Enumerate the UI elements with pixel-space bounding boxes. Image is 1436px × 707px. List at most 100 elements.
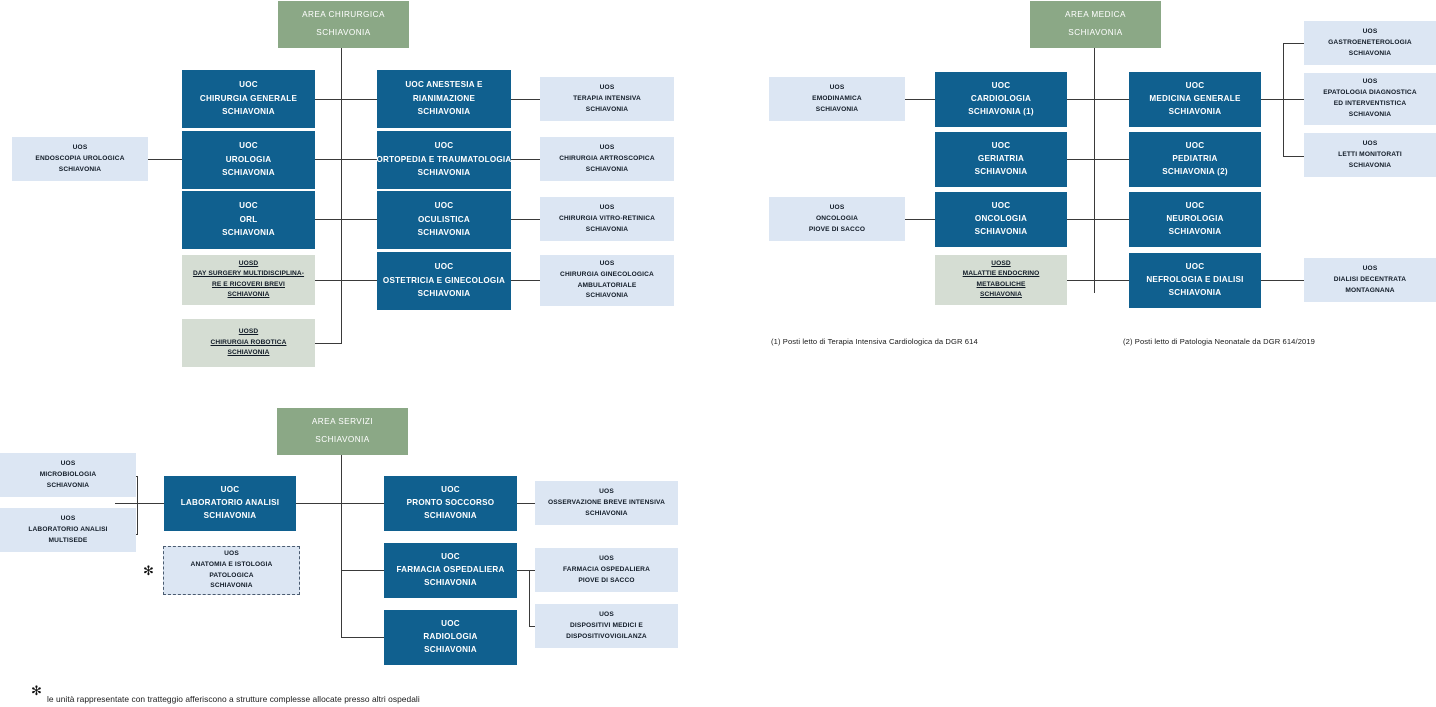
node-line2: ANATOMIA E ISTOLOGIA (190, 560, 273, 568)
connector-rung-chir-4 (315, 280, 377, 281)
uos-osservazione-breve-intensiva[interactable]: UOS OSSERVAZIONE BREVE INTENSIVA SCHIAVO… (535, 481, 678, 525)
uos-endoscopia-urologica[interactable]: UOS ENDOSCOPIA UROLOGICA SCHIAVONIA (12, 137, 148, 181)
uos-chirurgia-artroscopica[interactable]: UOS CHIRURGIA ARTROSCOPICA SCHIAVONIA (540, 137, 674, 181)
node-line2: LABORATORIO ANALISI (180, 498, 280, 508)
area-header-line2: SCHIAVONIA (315, 435, 370, 444)
node-line3: SCHIAVONIA (1168, 227, 1222, 237)
node-line2: UROLOGIA (225, 154, 272, 164)
uosd-chirurgia-robotica[interactable]: UOSD CHIRURGIA ROBOTICA SCHIAVONIA (182, 319, 315, 367)
node-line3: PIOVE DI SACCO (808, 225, 866, 233)
connector-rung-chir-2 (315, 159, 377, 160)
node-line3: SCHIAVONIA (58, 165, 102, 173)
uos-terapia-intensiva[interactable]: UOS TERAPIA INTENSIVA SCHIAVONIA (540, 77, 674, 121)
node-line3: ED INTERVENTISTICA (1333, 100, 1407, 108)
area-header-servizi[interactable]: AREA SERVIZI SCHIAVONIA (277, 408, 408, 455)
node-line2: GERIATRIA (977, 154, 1025, 164)
node-line1: UOS (1362, 264, 1378, 272)
node-line1: UOS (1362, 139, 1378, 147)
node-line1: UOC (434, 262, 454, 272)
node-line1: UOC (441, 484, 460, 494)
node-line3: SCHIAVONIA (203, 511, 257, 521)
connector-medgen-bracket (1283, 43, 1284, 156)
node-line3: MONTAGNANA (1345, 286, 1395, 294)
node-line2: NEFROLOGIA E DIALISI (1146, 275, 1244, 285)
note-medica-2: (2) Posti letto di Patologia Neonatale d… (1123, 337, 1315, 346)
connector-spine-medica (1094, 48, 1095, 293)
uos-laboratorio-analisi-multisede[interactable]: UOS LABORATORIO ANALISI MULTISEDE (0, 508, 136, 552)
node-line3: SCHIAVONIA (585, 165, 629, 173)
node-line3: RE E RICOVERI BREVI (212, 280, 285, 288)
uos-microbiologia[interactable]: UOS MICROBIOLOGIA SCHIAVONIA (0, 453, 136, 497)
legend-text: le unità rappresentate con tratteggio af… (47, 694, 420, 704)
node-line1: UOSD (991, 259, 1011, 267)
node-line2: DAY SURGERY MULTIDISCIPLINA- (192, 270, 305, 278)
area-header-line2: SCHIAVONIA (1068, 28, 1123, 37)
node-line3: SCHIAVONIA (424, 511, 477, 521)
uosd-malattie-endocrino-metaboliche[interactable]: UOSD MALATTIE ENDOCRINO METABOLICHE SCHI… (935, 255, 1067, 305)
node-line3: SCHIAVONIA (1) (968, 107, 1034, 117)
uoc-urologia[interactable]: UOC UROLOGIA SCHIAVONIA (182, 131, 315, 189)
uoc-radiologia[interactable]: UOC RADIOLOGIA SCHIAVONIA (384, 610, 517, 665)
connector-uos-chir-1 (511, 99, 540, 100)
node-line1: UOC (1185, 200, 1205, 210)
node-line3: SCHIAVONIA (1168, 107, 1222, 117)
uoc-oculistica[interactable]: UOC OCULISTICA SCHIAVONIA (377, 191, 511, 249)
node-line2: DIALISI DECENTRATA (1333, 275, 1407, 283)
uos-dispositivi-medici[interactable]: UOS DISPOSITIVI MEDICI E DISPOSITIVOVIGI… (535, 604, 678, 648)
node-line1: UOS (599, 554, 614, 562)
node-line1: UOS (60, 514, 76, 522)
uos-farmacia-ospedaliera-piove[interactable]: UOS FARMACIA OSPEDALIERA PIOVE DI SACCO (535, 548, 678, 592)
connector-medgen-stem (1261, 99, 1304, 100)
node-line3: SCHIAVONIA (1348, 49, 1392, 57)
node-line3: SCHIAVONIA (585, 225, 629, 233)
uoc-nefrologia-dialisi[interactable]: UOC NEFROLOGIA E DIALISI SCHIAVONIA (1129, 253, 1261, 308)
dashed-marker-icon: ✻ (143, 563, 154, 578)
uos-letti-monitorati[interactable]: UOS LETTI MONITORATI SCHIAVONIA (1304, 133, 1436, 177)
area-header-medica[interactable]: AREA MEDICA SCHIAVONIA (1030, 1, 1161, 48)
uoc-pediatria[interactable]: UOC PEDIATRIA SCHIAVONIA (2) (1129, 132, 1261, 187)
node-line4: SCHIAVONIA (980, 291, 1022, 299)
node-line1: UOSD (238, 259, 259, 267)
connector-rung-serv-2 (341, 570, 384, 571)
node-line4: SCHIAVONIA (585, 292, 629, 300)
uoc-pronto-soccorso[interactable]: UOC PRONTO SOCCORSO SCHIAVONIA (384, 476, 517, 531)
uoc-medicina-generale[interactable]: UOC MEDICINA GENERALE SCHIAVONIA (1129, 72, 1261, 127)
node-line1: UOC (434, 141, 454, 151)
uoc-oncologia[interactable]: UOC ONCOLOGIA SCHIAVONIA (935, 192, 1067, 247)
node-line1: UOS (599, 203, 615, 211)
node-line1: UOS (60, 459, 76, 467)
uos-anatomia-istologia-patologica[interactable]: UOS ANATOMIA E ISTOLOGIA PATOLOGICA SCHI… (163, 546, 300, 595)
uoc-laboratorio-analisi[interactable]: UOC LABORATORIO ANALISI SCHIAVONIA (164, 476, 296, 531)
uoc-cardiologia[interactable]: UOC CARDIOLOGIA SCHIAVONIA (1) (935, 72, 1067, 127)
uos-dialisi-decentrata-montagnana[interactable]: UOS DIALISI DECENTRATA MONTAGNANA (1304, 258, 1436, 302)
uoc-geriatria[interactable]: UOC GERIATRIA SCHIAVONIA (935, 132, 1067, 187)
node-line1: UOS (72, 143, 88, 151)
uoc-farmacia-ospedaliera[interactable]: UOC FARMACIA OSPEDALIERA SCHIAVONIA (384, 543, 517, 598)
uos-chirurgia-vitro-retinica[interactable]: UOS CHIRURGIA VITRO-RETINICA SCHIAVONIA (540, 197, 674, 241)
node-line3: SCHIAVONIA (974, 227, 1028, 237)
uoc-ortopedia-traumatologia[interactable]: UOC ORTOPEDIA E TRAUMATOLOGIA SCHIAVONIA (377, 131, 511, 189)
uoc-ostetricia-ginecologia[interactable]: UOC OSTETRICIA E GINECOLOGIA SCHIAVONIA (377, 252, 511, 310)
node-line2: RADIOLOGIA (423, 632, 478, 642)
node-line2: EPATOLOGIA DIAGNOSTICA (1323, 89, 1417, 97)
connector-uos-chir-4 (511, 280, 540, 281)
area-header-line2: SCHIAVONIA (316, 28, 371, 37)
uosd-day-surgery[interactable]: UOSD DAY SURGERY MULTIDISCIPLINA- RE E R… (182, 255, 315, 305)
node-line1: UOC ANESTESIA E (405, 80, 483, 90)
connector-lab-bracket (137, 476, 138, 534)
uos-chirurgia-ginecologica-ambulatoriale[interactable]: UOS CHIRURGIA GINECOLOGICA AMBULATORIALE… (540, 255, 674, 306)
node-line1: UOC (441, 551, 460, 561)
node-line3: SCHIAVONIA (1168, 288, 1222, 298)
uos-oncologia-piove-di-sacco[interactable]: UOS ONCOLOGIA PIOVE DI SACCO (769, 197, 905, 241)
connector-gastro (1283, 43, 1304, 44)
area-header-chirurgica[interactable]: AREA CHIRURGICA SCHIAVONIA (278, 1, 409, 48)
node-line2: CHIRURGIA GENERALE (199, 93, 298, 103)
uos-gastroenterologia[interactable]: UOS GASTROENETEROLOGIA SCHIAVONIA (1304, 21, 1436, 65)
uoc-neurologia[interactable]: UOC NEUROLOGIA SCHIAVONIA (1129, 192, 1261, 247)
connector-rung-chir-1 (315, 99, 377, 100)
uoc-chirurgia-generale[interactable]: UOC CHIRURGIA GENERALE SCHIAVONIA (182, 70, 315, 128)
uos-epatologia-diagnostica[interactable]: UOS EPATOLOGIA DIAGNOSTICA ED INTERVENTI… (1304, 73, 1436, 125)
uoc-orl[interactable]: UOC ORL SCHIAVONIA (182, 191, 315, 249)
uos-emodinamica[interactable]: UOS EMODINAMICA SCHIAVONIA (769, 77, 905, 121)
uoc-anestesia-rianimazione[interactable]: UOC ANESTESIA E RIANIMAZIONE SCHIAVONIA (377, 70, 511, 128)
